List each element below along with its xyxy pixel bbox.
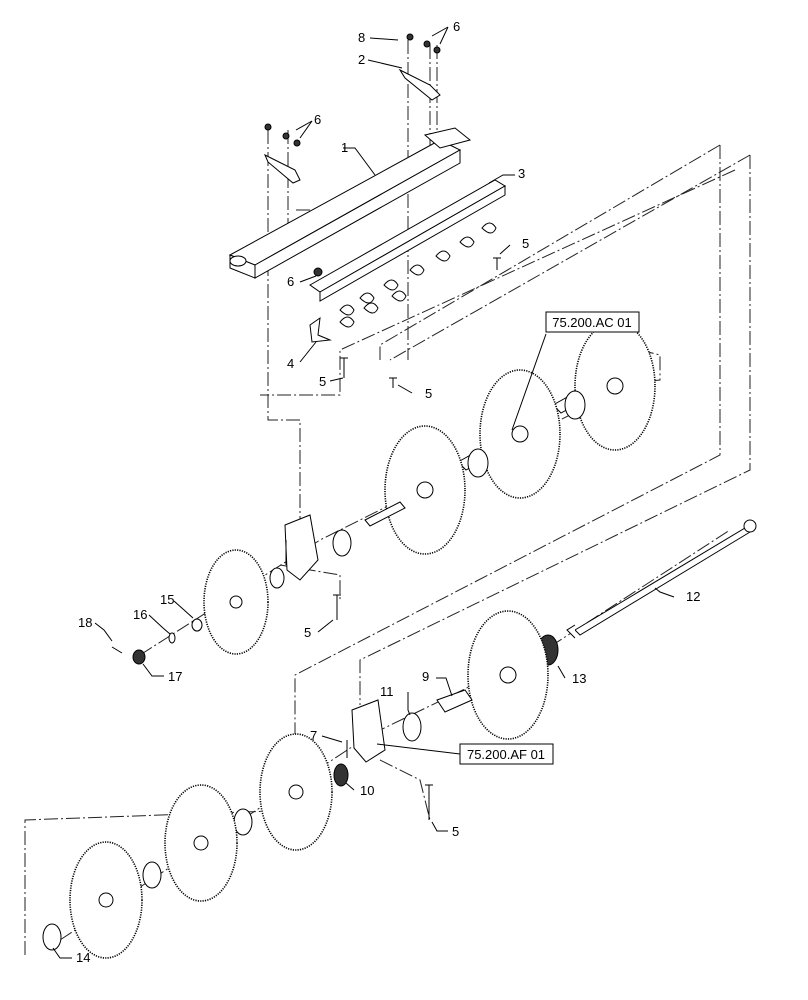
callout-18: 18 — [78, 615, 92, 630]
callout-14: 14 — [76, 950, 90, 965]
scraper-bar — [309, 179, 506, 328]
scraper-row — [339, 222, 497, 328]
callout-5: 5 — [522, 236, 529, 251]
reference-label: 75.200.AC 01 — [552, 315, 632, 330]
callout-5: 5 — [452, 824, 459, 839]
callout-3: 3 — [518, 166, 525, 181]
reference-label: 75.200.AF 01 — [467, 747, 545, 762]
callout-6: 6 — [287, 274, 294, 289]
callout-5: 5 — [319, 374, 326, 389]
axle-12 — [566, 519, 757, 639]
frame-bar — [228, 127, 472, 279]
callout-13: 13 — [572, 671, 586, 686]
callout-7: 7 — [310, 728, 317, 743]
left-bracket — [264, 123, 323, 277]
lower-discs — [42, 610, 559, 959]
callout-9: 9 — [422, 669, 429, 684]
left-end-disc — [111, 549, 269, 665]
callout-1: 1 — [341, 140, 348, 155]
callout-16: 16 — [133, 607, 147, 622]
upper-bracket — [398, 33, 441, 101]
leader-lines — [52, 26, 675, 959]
callout-15: 15 — [160, 592, 174, 607]
callout-5: 5 — [425, 386, 432, 401]
bolts-5 — [333, 257, 501, 820]
callout-12: 12 — [686, 589, 700, 604]
callout-11: 11 — [380, 684, 394, 699]
callout-6: 6 — [314, 112, 321, 127]
reference-box-2[interactable]: 75.200.AF 01 — [459, 743, 554, 765]
callout-6: 6 — [453, 19, 460, 34]
callout-17: 17 — [168, 669, 182, 684]
callout-labels: 1 2 3 4 5 5 5 5 5 6 6 6 7 8 9 10 11 12 1… — [76, 19, 700, 965]
callout-10: 10 — [360, 783, 374, 798]
callout-4: 4 — [287, 356, 294, 371]
upper-discs — [332, 321, 656, 557]
callout-8: 8 — [358, 30, 365, 45]
reference-box-1[interactable]: 75.200.AC 01 — [545, 311, 640, 333]
callout-5: 5 — [304, 625, 311, 640]
callout-2: 2 — [358, 52, 365, 67]
bracket-4 — [309, 316, 332, 343]
bearing-housing-left — [269, 514, 319, 589]
